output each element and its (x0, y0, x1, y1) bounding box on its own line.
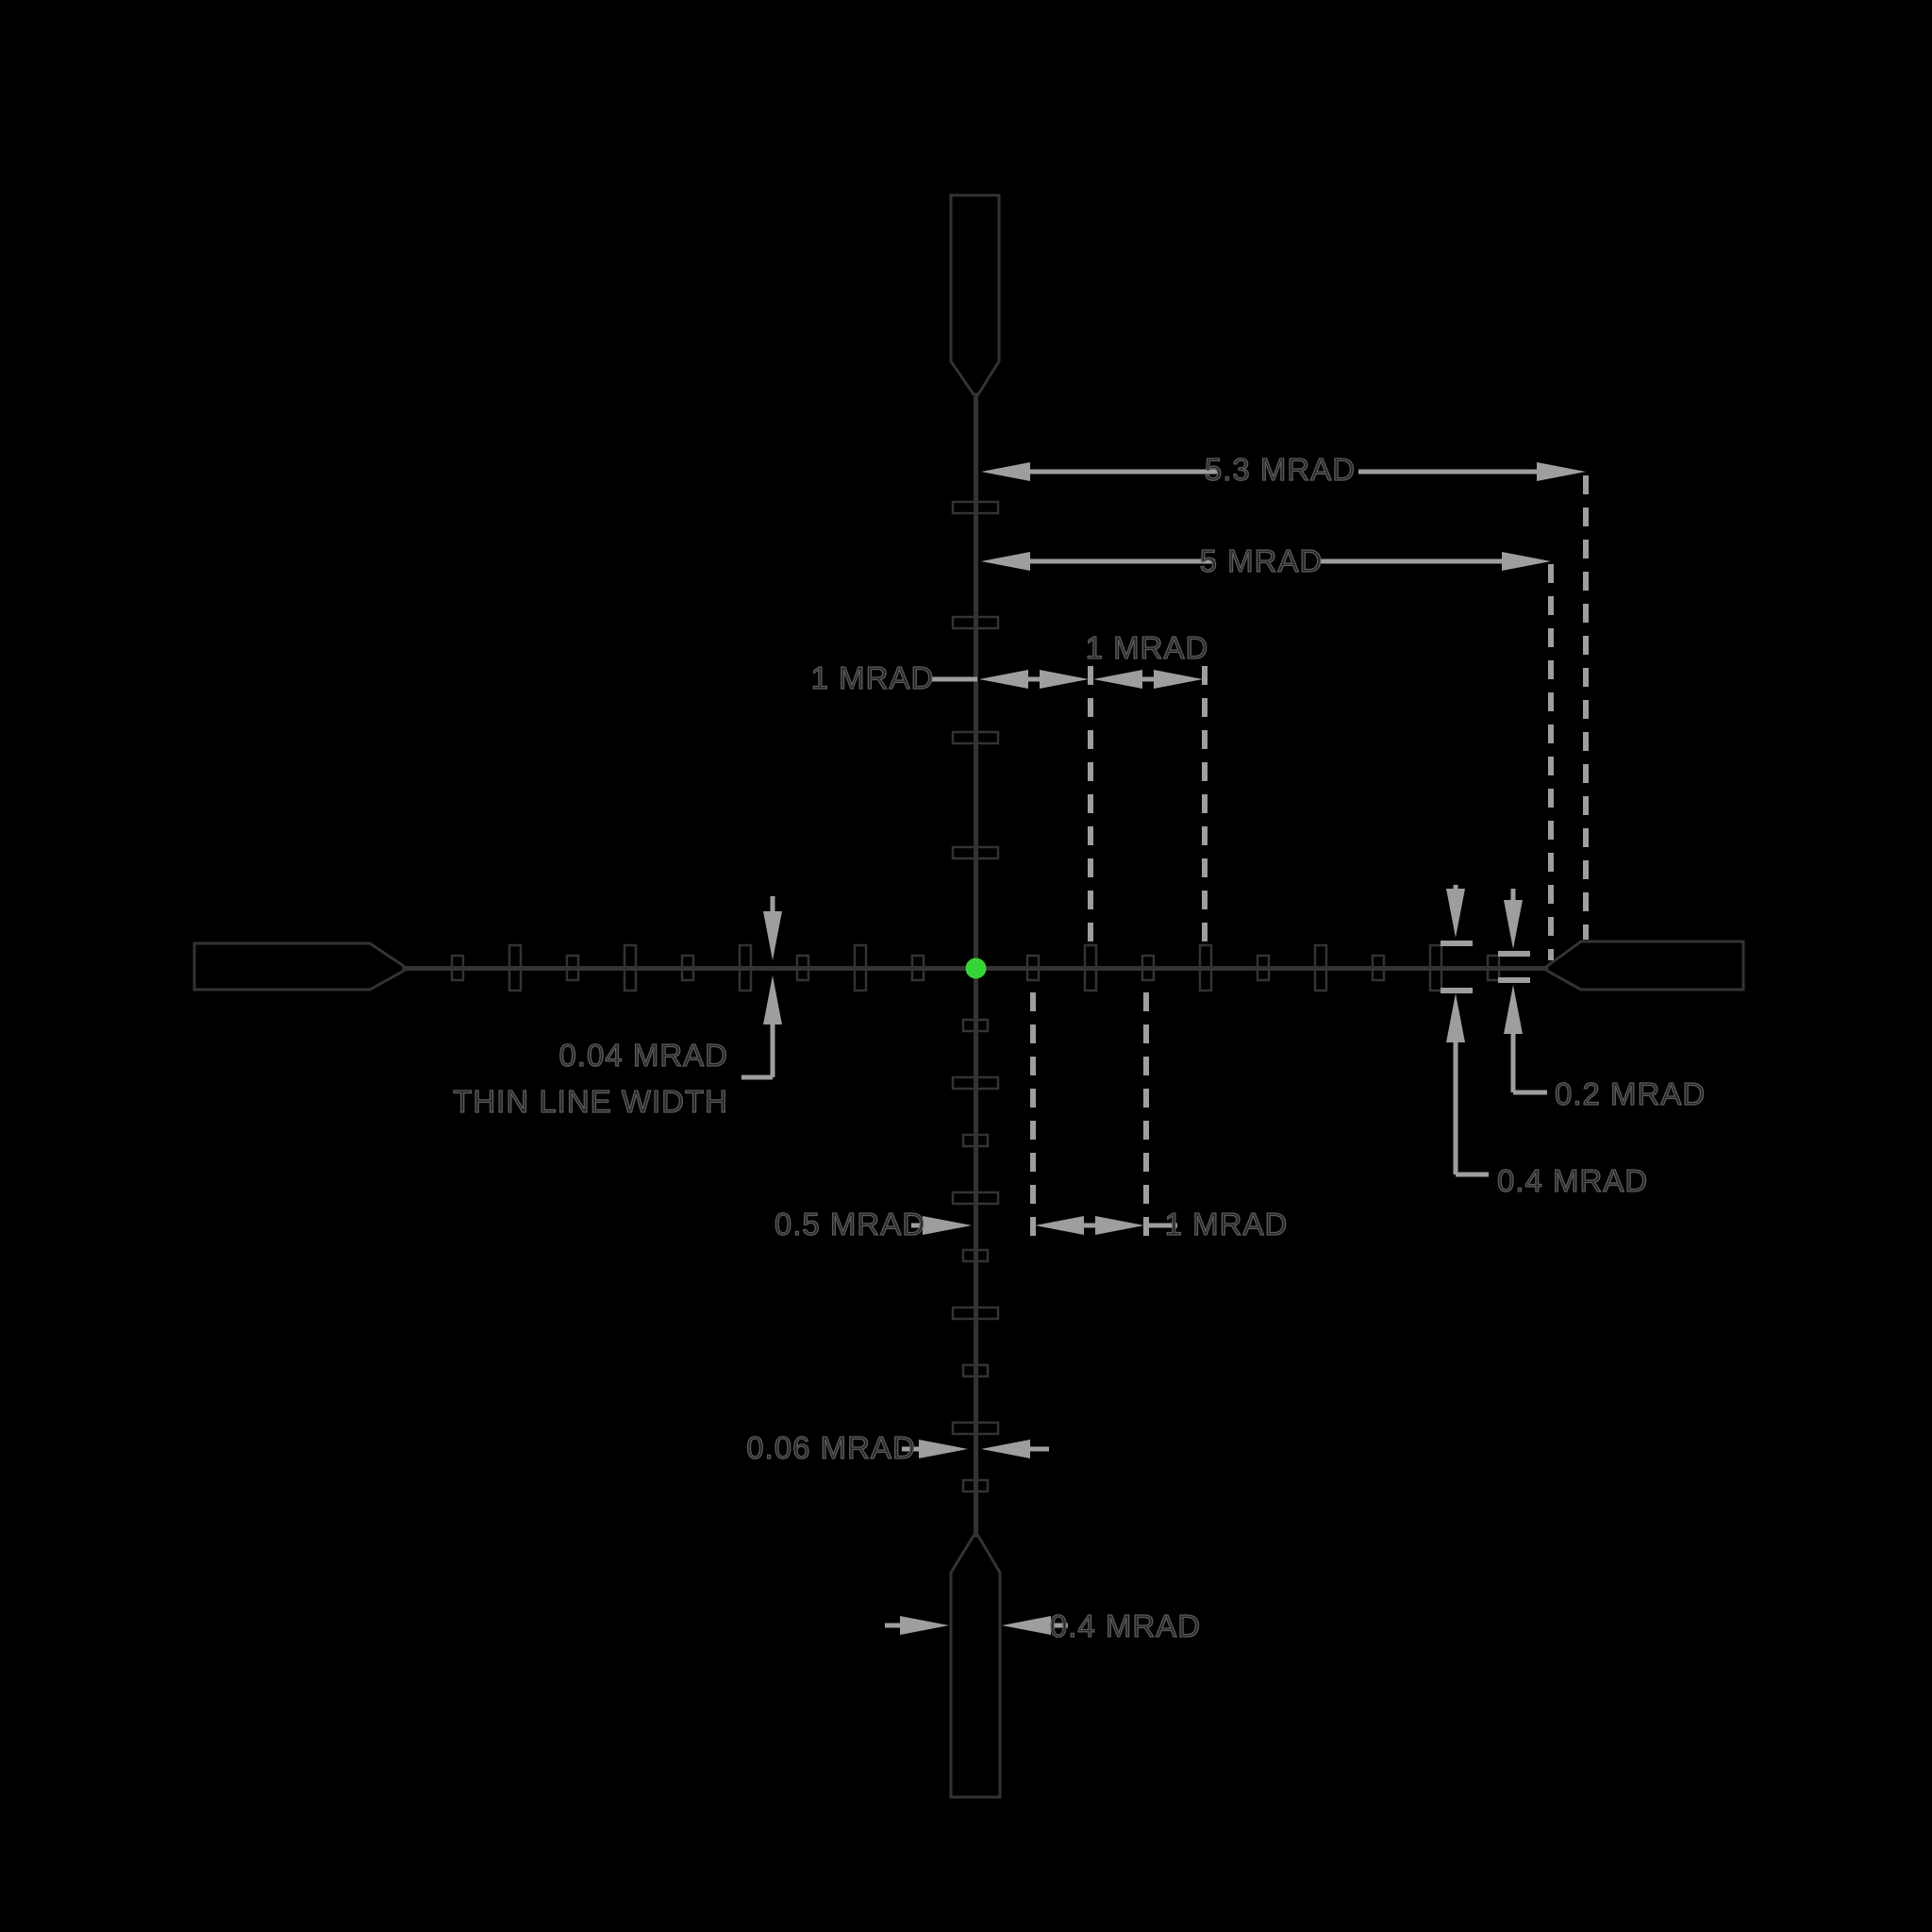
reticle-tick (1141, 954, 1156, 982)
reticle-tick (623, 943, 638, 992)
dim-label-0-06-mrad: 0.06 MRAD (746, 1429, 916, 1465)
dimension-arrowhead (923, 1216, 972, 1235)
reticle-tick (680, 954, 695, 982)
dim-label-1-mrad-upper-left: 1 MRAD (810, 659, 935, 695)
dimension-arrowhead (979, 670, 1028, 689)
dim-label-0-04-mrad: 0.04 MRAD (558, 1037, 728, 1073)
reticle-tick (738, 943, 753, 992)
dimension-arrowhead (1095, 1216, 1144, 1235)
reticle-crosshair (192, 193, 1745, 1799)
reticle-post-outline (949, 193, 1001, 396)
dimension-arrowhead (981, 1440, 1030, 1458)
dimension-reference-bar (1441, 941, 1473, 946)
dimension-arrowhead (1154, 670, 1203, 689)
reticle-tick (961, 1018, 990, 1033)
dimension-reference-bar (1498, 951, 1530, 957)
dimension-arrowhead (919, 1440, 968, 1458)
dimension-reference-bar (1498, 977, 1530, 983)
reticle-tick (508, 943, 523, 992)
reticle-tick (1313, 943, 1328, 992)
reticle-tick (795, 954, 810, 982)
reticle-post-outline (192, 941, 406, 991)
reticle-tick (951, 730, 1000, 745)
dimension-annotations (741, 462, 1589, 1635)
dimension-arrowhead (1504, 985, 1523, 1034)
reticle-tick (1428, 943, 1443, 992)
dimension-arrowhead (1537, 462, 1586, 481)
dim-label-1-mrad-upper-right: 1 MRAD (1085, 629, 1209, 665)
dim-label-0-4-mrad-bottom: 0.4 MRAD (1049, 1607, 1202, 1643)
reticle-tick (951, 845, 1000, 860)
reticle-tick (951, 500, 1000, 515)
reticle-tick (910, 954, 925, 982)
reticle-tick (951, 615, 1000, 630)
dimension-arrowhead (981, 552, 1030, 571)
dim-label-0-2-mrad: 0.2 MRAD (1554, 1075, 1707, 1111)
reticle-tick (1198, 943, 1213, 992)
reticle-tick (1371, 954, 1386, 982)
dim-label-5-3-mrad: 5.3 MRAD (1204, 451, 1357, 487)
reticle-tick (951, 1191, 1000, 1206)
dim-label-0-5-mrad: 0.5 MRAD (774, 1206, 926, 1241)
reticle-tick (951, 1306, 1000, 1321)
dimension-reference-bar (1441, 988, 1473, 993)
dimension-arrowhead (1040, 670, 1089, 689)
reticle-tick (961, 1133, 990, 1148)
dimension-arrowhead (1502, 552, 1551, 571)
reticle-tick (853, 943, 868, 992)
reticle-tick (961, 1478, 990, 1493)
reticle-tick (1025, 954, 1041, 982)
reticle-tick (1256, 954, 1271, 982)
dim-label-thin-line-width: 0.04 MRAD THIN LINE WIDTH (453, 1032, 728, 1124)
dim-label-1-mrad-lower: 1 MRAD (1164, 1206, 1289, 1241)
dim-label-0-4-mrad-right: 0.4 MRAD (1496, 1162, 1649, 1198)
center-dot (965, 958, 987, 979)
dimension-arrowhead (763, 975, 782, 1024)
dim-label-5-mrad: 5 MRAD (1199, 542, 1324, 578)
reticle-tick (951, 1075, 1000, 1091)
dimension-arrowhead (1035, 1216, 1084, 1235)
dimension-arrowhead (900, 1616, 949, 1635)
reticle-tick (1486, 954, 1501, 982)
dim-label-thin-line-width-text: THIN LINE WIDTH (453, 1083, 728, 1119)
dimension-arrowhead (763, 911, 782, 960)
reticle-post-outline (949, 1534, 1002, 1799)
reticle-tick (961, 1248, 990, 1263)
dimension-arrowhead (1446, 993, 1465, 1042)
reticle-tick (961, 1363, 990, 1378)
dimension-arrowhead (1504, 900, 1523, 949)
dimension-arrowhead (1002, 1616, 1051, 1635)
reticle-tick (951, 1421, 1000, 1436)
dimension-arrowhead (1093, 670, 1142, 689)
dimension-arrowhead (1446, 889, 1465, 938)
reticle-tick (565, 954, 580, 982)
reticle-tick (450, 954, 465, 982)
reticle-tick (1083, 943, 1098, 992)
dimension-arrowhead (981, 462, 1030, 481)
reticle-post-outline (1545, 940, 1745, 991)
